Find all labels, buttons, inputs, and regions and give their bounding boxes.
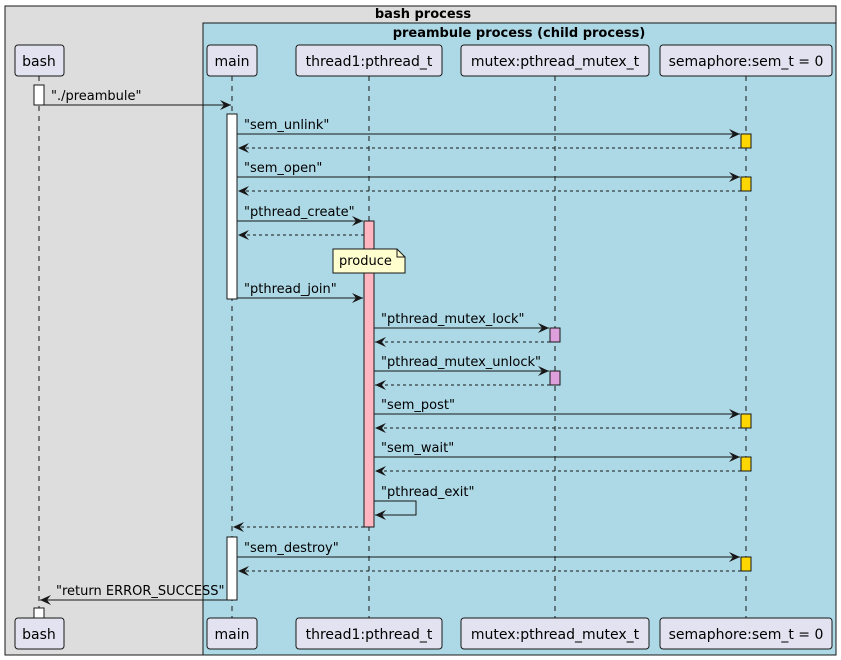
note-produce: produce (332, 248, 406, 274)
activation-semaphore-1 (740, 133, 752, 149)
outer-box-title: bash process (375, 7, 472, 22)
message-label-sem-open: "sem_open" (244, 161, 322, 176)
participant-main-top[interactable]: main (206, 44, 258, 77)
activation-main-1 (226, 113, 238, 300)
svg-text:main: main (215, 627, 250, 643)
svg-text:mutex:pthread_mutex_t: mutex:pthread_mutex_t (471, 54, 640, 70)
message-label-pthread-create: "pthread_create" (244, 205, 355, 220)
svg-text:bash: bash (22, 627, 56, 643)
svg-text:semaphore:sem_t = 0: semaphore:sem_t = 0 (669, 54, 824, 70)
svg-text:thread1:pthread_t: thread1:pthread_t (306, 627, 433, 643)
activation-bash-1 (33, 84, 45, 106)
message-label-mutex-unlock: "pthread_mutex_unlock" (381, 355, 541, 370)
participant-thread1-top[interactable]: thread1:pthread_t (295, 44, 443, 77)
participant-mutex-top[interactable]: mutex:pthread_mutex_t (460, 44, 650, 77)
svg-text:thread1:pthread_t: thread1:pthread_t (306, 54, 433, 70)
message-label-pthread-exit: "pthread_exit" (381, 485, 475, 500)
activation-bash-2 (33, 607, 45, 619)
activation-semaphore-4 (740, 456, 752, 472)
participant-bash-bottom[interactable]: bash (14, 617, 65, 650)
message-label-sem-unlink: "sem_unlink" (244, 118, 329, 133)
participant-main-bottom[interactable]: main (206, 617, 258, 650)
activation-semaphore-3 (740, 413, 752, 429)
message-label-mutex-lock: "pthread_mutex_lock" (381, 312, 525, 327)
participant-thread1-bottom[interactable]: thread1:pthread_t (295, 617, 443, 650)
message-arrow-pthread-exit (374, 500, 417, 520)
participant-semaphore-top[interactable]: semaphore:sem_t = 0 (659, 44, 833, 77)
message-label-sem-destroy: "sem_destroy" (244, 541, 339, 556)
inner-box (202, 22, 837, 656)
svg-text:main: main (215, 54, 250, 70)
activation-mutex-2 (549, 370, 561, 386)
message-label-pthread-join: "pthread_join" (244, 282, 337, 297)
participant-mutex-bottom[interactable]: mutex:pthread_mutex_t (460, 617, 650, 650)
participant-bash-top[interactable]: bash (14, 44, 65, 77)
activation-mutex-1 (549, 327, 561, 343)
activation-semaphore-2 (740, 176, 752, 192)
activation-main-2 (226, 536, 238, 601)
message-label-sem-wait: "sem_wait" (381, 441, 454, 456)
svg-text:produce: produce (339, 254, 392, 269)
activation-semaphore-5 (740, 556, 752, 572)
svg-text:bash: bash (22, 54, 56, 70)
svg-text:semaphore:sem_t = 0: semaphore:sem_t = 0 (669, 627, 824, 643)
message-label-sem-post: "sem_post" (381, 398, 455, 413)
participant-semaphore-bottom[interactable]: semaphore:sem_t = 0 (659, 617, 833, 650)
inner-box-title: preambule process (child process) (393, 26, 646, 41)
message-label-preambule: "./preambule" (51, 89, 142, 104)
message-label-return-error-success: "return ERROR_SUCCESS" (56, 584, 225, 599)
activation-thread1 (363, 220, 375, 528)
svg-text:mutex:pthread_mutex_t: mutex:pthread_mutex_t (471, 627, 640, 643)
